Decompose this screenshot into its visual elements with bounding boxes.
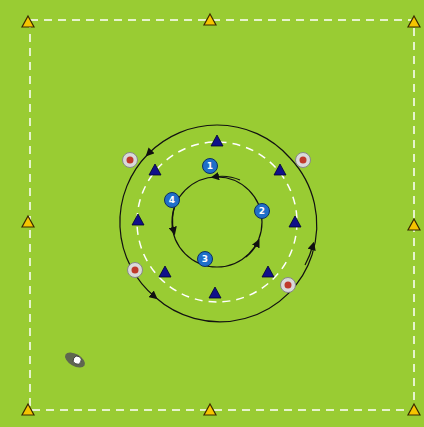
player-marker: 2 [254, 203, 270, 219]
player-number: 1 [207, 162, 213, 171]
player-marker: 1 [202, 158, 218, 174]
player-number: 4 [169, 196, 175, 205]
player-number: 3 [202, 255, 208, 264]
player-marker: 3 [197, 251, 213, 267]
player-number: 2 [259, 207, 265, 216]
player-marker: 4 [164, 192, 180, 208]
